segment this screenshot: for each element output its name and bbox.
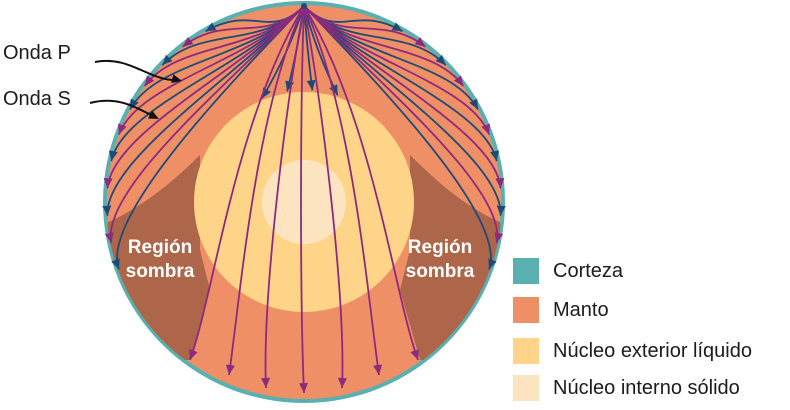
s-wave-ray (116, 5, 305, 270)
s-wave-arrowhead (496, 205, 506, 216)
shadow-zone-right-label: Región sombra (385, 236, 495, 284)
p-wave-arrowhead (481, 123, 490, 135)
p-wave-pointer-arrowhead (171, 74, 182, 83)
legend-label: Núcleo exterior líquido (553, 339, 752, 362)
p-wave-arrowhead (261, 377, 271, 388)
shadow-zone-left-label-line2: sombra (125, 261, 195, 282)
p-wave-arrowhead (104, 232, 114, 243)
p-wave-ray (109, 5, 305, 244)
p-wave-ray (303, 5, 419, 361)
s-wave-arrowhead (111, 258, 120, 270)
legend-item-inner-core: Núcleo interno sólido (513, 375, 740, 401)
p-wave-arrowhead (118, 123, 127, 135)
p-wave-arrowhead (189, 349, 198, 360)
p-wave-arrowhead (494, 232, 504, 243)
p-wave-rays (103, 5, 505, 394)
s-wave-pointer-arrowhead (148, 110, 159, 119)
legend-item-crust: Corteza (513, 258, 623, 284)
legend-label: Núcleo interno sólido (553, 376, 740, 399)
p-wave-ray (300, 5, 305, 394)
p-wave-arrowhead (373, 364, 383, 375)
s-wave-arrowhead (488, 258, 497, 270)
shadow-zone-right-label-line1: Región (407, 237, 473, 258)
p-wave-arrowhead (410, 349, 419, 360)
p-wave-arrowhead (182, 37, 194, 47)
p-wave-ray (303, 5, 499, 244)
s-wave-arrowhead (102, 205, 112, 216)
p-wave-arrowhead (225, 364, 235, 375)
inner-core (262, 160, 346, 244)
p-wave-arrowhead (495, 177, 505, 189)
legend-label: Corteza (553, 259, 624, 282)
p-wave-pointer (94, 59, 179, 82)
s-wave-arrowhead (490, 150, 500, 162)
p-wave-ray (303, 5, 490, 135)
s-wave-ray (303, 5, 492, 270)
s-wave-arrowhead (108, 150, 118, 162)
p-wave-ray (303, 5, 380, 376)
s-wave-rays (102, 5, 506, 270)
p-wave-arrowhead (337, 377, 347, 388)
p-wave-arrowhead (414, 37, 426, 47)
crust-swatch (513, 258, 539, 284)
s-wave-arrowhead (205, 22, 217, 32)
p-wave-arrowhead (299, 382, 309, 393)
shadow-zone-left-label: Región sombra (105, 236, 215, 284)
s-wave-arrowhead (435, 54, 446, 66)
inner-core-swatch (513, 375, 539, 401)
p-wave-ray (189, 5, 305, 361)
p-wave-ray (303, 5, 344, 389)
p-wave-ray (143, 5, 305, 87)
p-wave-ray (303, 5, 465, 87)
shadow-zone-right-label-line2: sombra (405, 261, 475, 282)
s-wave-ray (106, 5, 305, 216)
legend-item-mantle: Manto (513, 297, 609, 323)
p-wave-label: Onda P (3, 42, 71, 64)
s-wave-arrowhead (391, 22, 403, 32)
p-wave-arrowhead (103, 177, 113, 189)
legend-label: Manto (553, 298, 609, 321)
p-wave-arrowhead (453, 75, 464, 87)
p-wave-ray (228, 5, 305, 376)
s-wave-arrowhead (469, 98, 478, 110)
p-wave-ray (264, 5, 305, 389)
mantle-swatch (513, 297, 539, 323)
p-wave-ray (118, 5, 305, 135)
legend-item-outer-core: Núcleo exterior líquido (513, 338, 752, 364)
s-wave-label: Onda S (3, 88, 71, 110)
s-wave-arrowhead (162, 54, 173, 66)
p-wave-arrowhead (144, 75, 155, 87)
wave-pointers (89, 59, 182, 119)
s-wave-arrowhead (306, 79, 316, 91)
s-wave-ray (303, 5, 502, 216)
outer-core-swatch (513, 338, 539, 364)
p-wave-ray (106, 5, 305, 189)
epicenter (301, 3, 307, 9)
shadow-zone-left-label-line1: Región (127, 237, 193, 258)
p-wave-ray (303, 5, 502, 189)
